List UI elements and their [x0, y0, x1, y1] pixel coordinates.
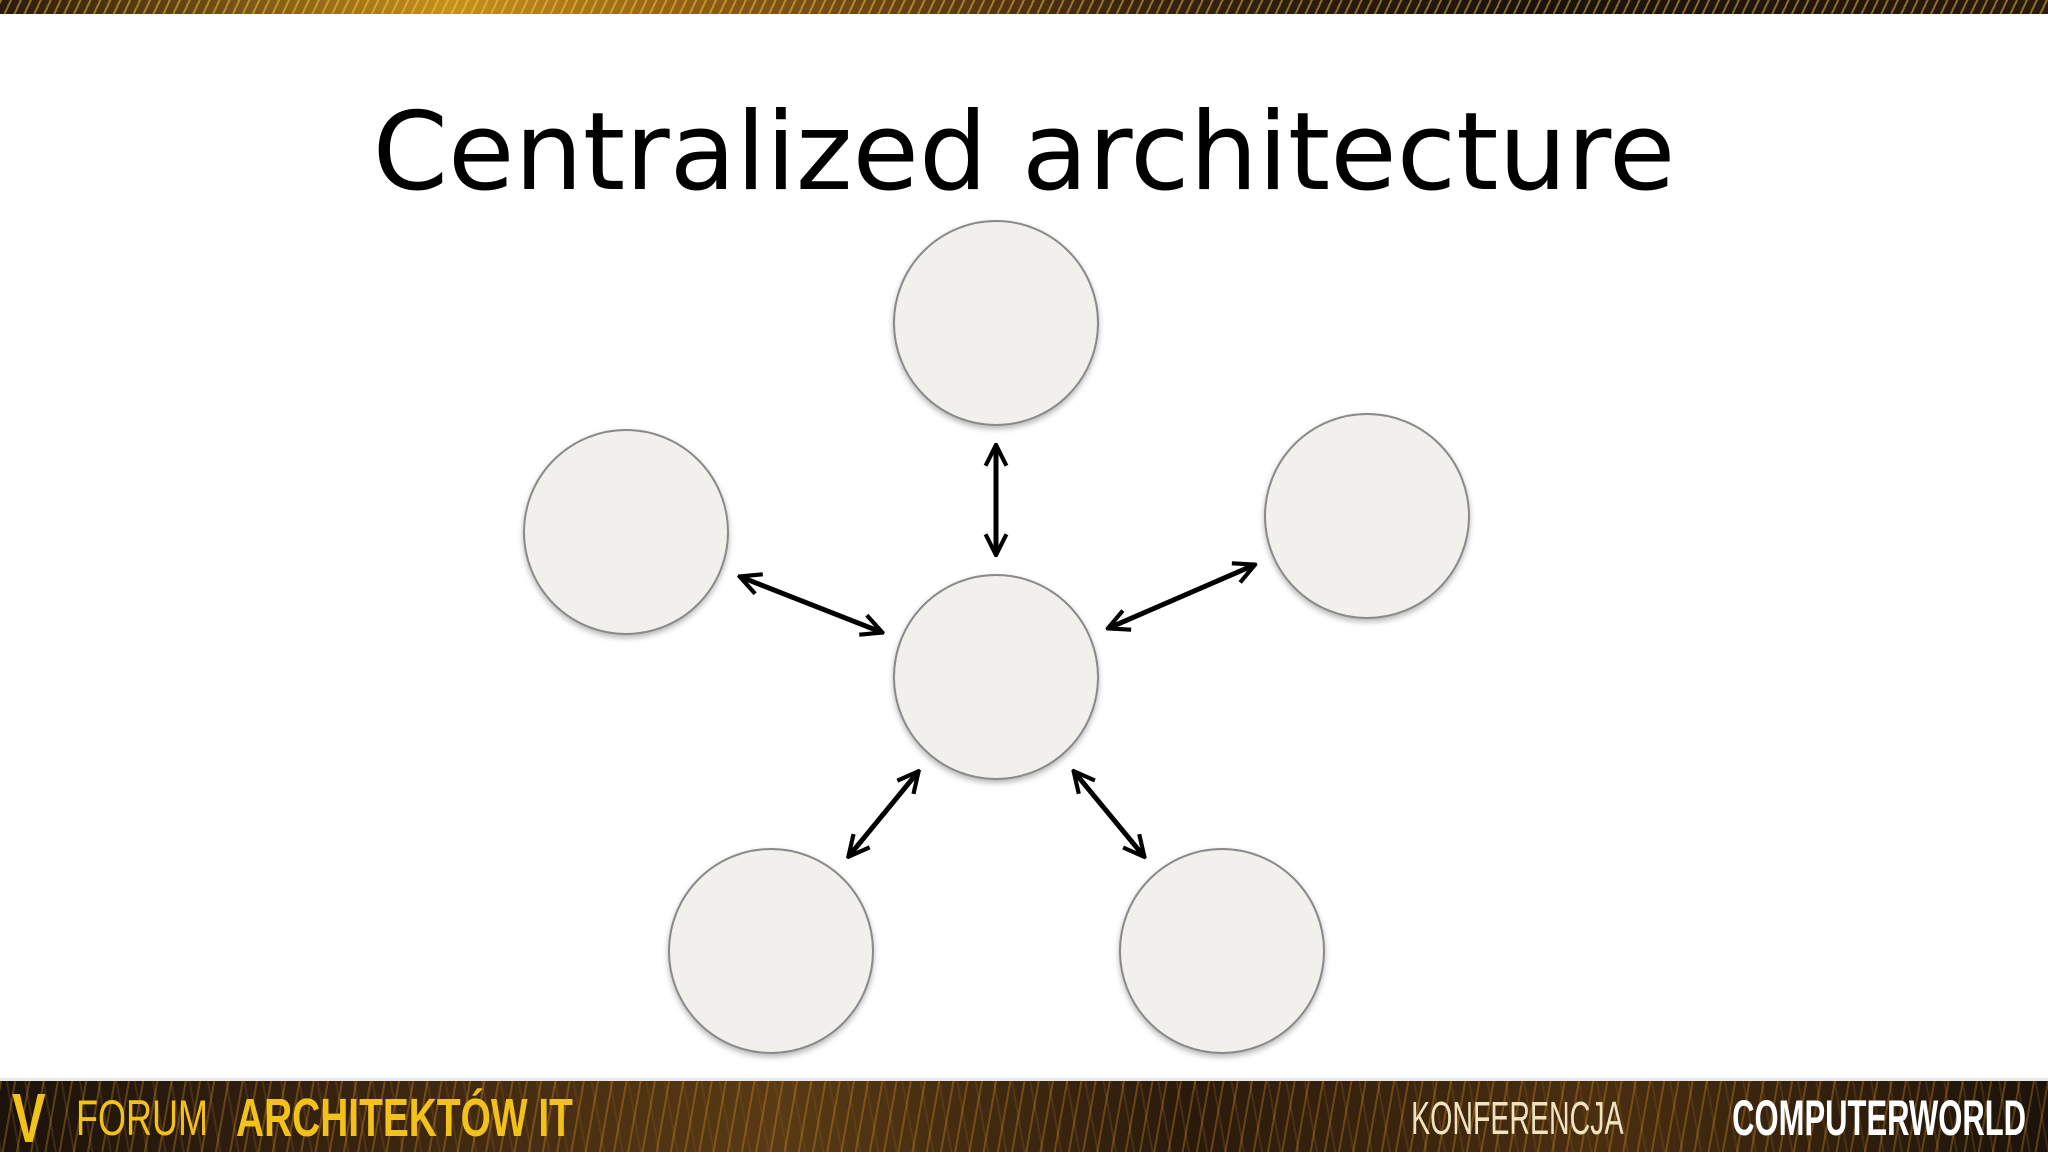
organizer-plain: KONFERENCJA [1411, 1092, 1624, 1144]
diagram-links [742, 447, 1254, 855]
event-name-strong: ARCHITEKTÓW IT [236, 1088, 573, 1148]
node-lower-left [668, 848, 874, 1054]
link-center-lower-left [850, 773, 918, 855]
link-center-upper-right [1110, 565, 1253, 627]
node-upper-left [523, 429, 729, 635]
link-center-upper-left [742, 577, 881, 632]
slide-title: Centralized architecture [372, 90, 1676, 215]
node-lower-right [1119, 848, 1325, 1054]
top-decorative-band [0, 0, 2048, 14]
event-name-plain: FORUM [76, 1090, 208, 1146]
node-top [893, 220, 1099, 426]
organizer-strong: COMPUTERWORLD [1732, 1090, 2026, 1146]
organizer-logo: KONFERENCJA COMPUTERWORLD [1281, 1081, 2026, 1155]
diagram-nodes [523, 220, 1470, 1054]
node-upper-right [1264, 413, 1470, 619]
link-center-lower-right [1075, 773, 1143, 856]
event-number: V [12, 1079, 46, 1157]
footer-band-pattern [0, 1081, 2048, 1152]
top-band-pattern [0, 0, 2048, 14]
event-logo: V FORUM ARCHITEKTÓW IT [12, 1081, 704, 1155]
node-center [893, 574, 1099, 780]
footer-band: V FORUM ARCHITEKTÓW IT KONFERENCJA COMPU… [0, 1078, 2048, 1155]
